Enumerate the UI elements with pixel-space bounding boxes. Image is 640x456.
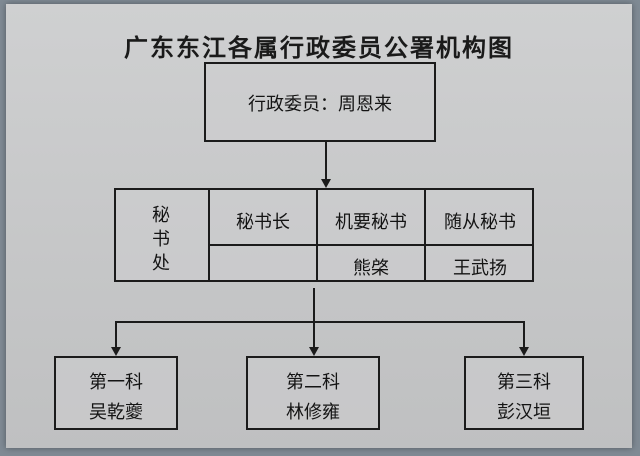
arrow-section-3 <box>519 347 529 356</box>
connector-center <box>313 321 315 349</box>
table-vline-3 <box>424 188 426 282</box>
section-2-name: 第二科 <box>286 372 340 393</box>
header-attendant-secretary: 随从秘书 <box>444 212 516 233</box>
secretariat-label: 秘 书 处 <box>152 205 170 274</box>
connector-horizontal <box>115 321 525 323</box>
connector-right <box>523 321 525 349</box>
chart-title: 广东东江各属行政委员公署机构图 <box>124 34 514 62</box>
table-vline-2 <box>316 188 318 282</box>
connector-top <box>325 142 327 180</box>
name-attendant-secretary: 王武扬 <box>453 258 507 279</box>
name-confidential-secretary: 熊棨 <box>353 258 389 279</box>
section-1-box <box>54 356 178 430</box>
section-2-box <box>246 356 380 430</box>
section-3-head: 彭汉垣 <box>497 402 551 423</box>
connector-middle <box>313 288 315 322</box>
section-3-name: 第三科 <box>497 372 551 393</box>
section-3-box <box>464 356 584 430</box>
arrow-to-secretariat <box>321 179 331 188</box>
commissioner-box <box>204 62 436 142</box>
table-vline-1 <box>208 188 210 282</box>
section-1-name: 第一科 <box>89 372 143 393</box>
header-confidential-secretary: 机要秘书 <box>335 212 407 233</box>
commissioner-label: 行政委员：周恩来 <box>248 94 392 115</box>
connector-left <box>115 321 117 349</box>
org-chart-board: 广东东江各属行政委员公署机构图 行政委员：周恩来 秘 书 处 秘书长 机要秘书 … <box>6 4 632 448</box>
section-1-head: 吴乾夔 <box>89 402 143 423</box>
header-secretary-general: 秘书长 <box>236 212 290 233</box>
table-hline <box>208 244 534 246</box>
section-2-head: 林修雍 <box>286 402 340 423</box>
arrow-section-1 <box>111 347 121 356</box>
arrow-section-2 <box>309 347 319 356</box>
secretariat-table <box>114 188 534 282</box>
